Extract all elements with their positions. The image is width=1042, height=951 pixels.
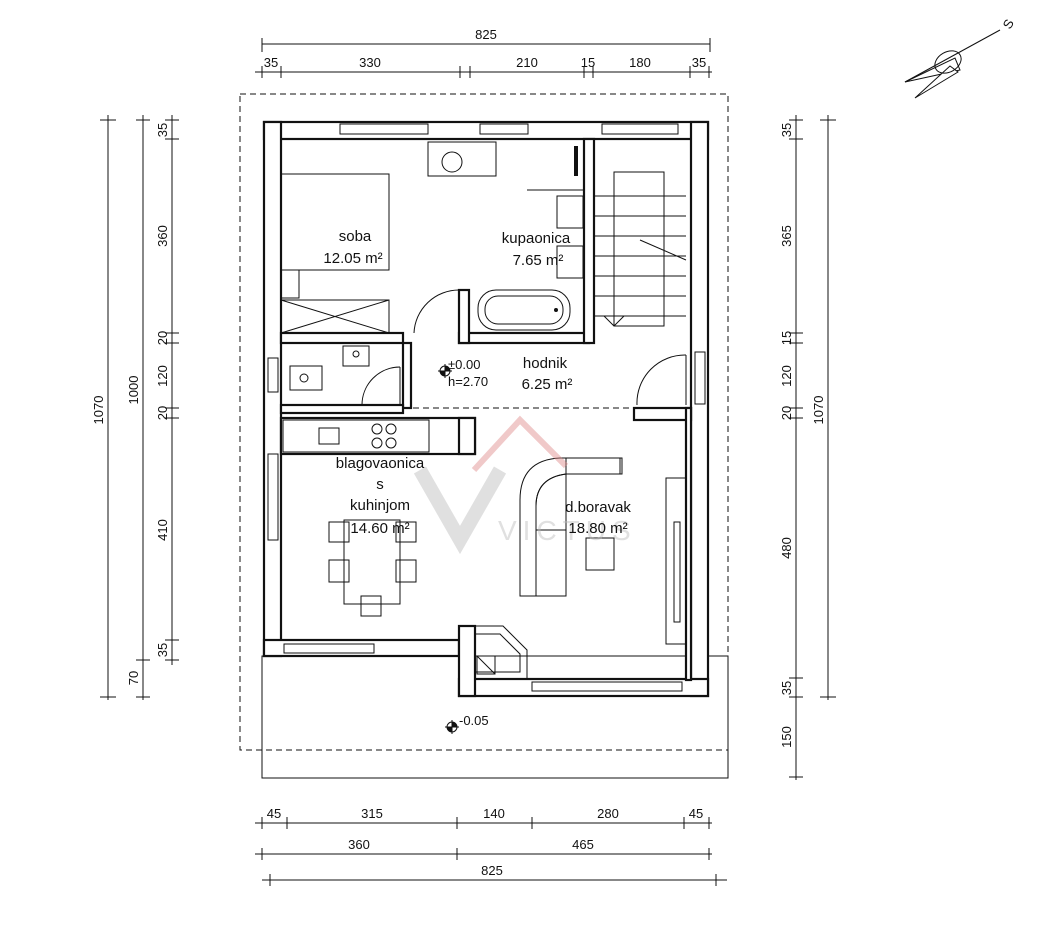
level-marker-terrace xyxy=(445,720,459,734)
compass-label: S xyxy=(1000,16,1017,31)
level-marker-floor xyxy=(438,364,452,378)
dim-top-2: 330 xyxy=(359,55,381,70)
left-dimensions: 1070 1000 35 360 20 120 20 410 35 70 xyxy=(91,115,179,700)
room-soba-area: 12.05 m² xyxy=(323,250,382,267)
dim-right-3: 15 xyxy=(779,331,794,345)
dim-bottom-mid-1: 360 xyxy=(348,837,370,852)
dim-right-8: 150 xyxy=(779,726,794,748)
room-kupaonica-area: 7.65 m² xyxy=(513,252,564,269)
kitchen-furniture xyxy=(282,419,430,617)
bottom-dimensions: 45 315 140 280 45 360 465 825 xyxy=(255,806,727,886)
staircase xyxy=(594,171,687,327)
dim-top-3: 210 xyxy=(516,55,538,70)
living-furniture xyxy=(519,457,687,645)
dim-right-7: 35 xyxy=(779,681,794,695)
dim-left-6: 410 xyxy=(155,519,170,541)
dim-left-4: 120 xyxy=(155,365,170,387)
dim-right-4: 120 xyxy=(779,365,794,387)
dim-bottom-1: 45 xyxy=(267,806,281,821)
north-arrow-icon: S xyxy=(904,16,1017,99)
watermark-text: VICTUS xyxy=(498,515,637,546)
dim-bottom-5: 45 xyxy=(689,806,703,821)
dim-bottom-4: 280 xyxy=(597,806,619,821)
plot-boundary xyxy=(239,93,729,751)
right-dimensions: 35 365 15 120 20 480 35 150 1070 xyxy=(779,115,836,780)
dim-right-6: 480 xyxy=(779,537,794,559)
ceiling-height-label: h=2.70 xyxy=(448,374,488,389)
dim-left-5: 20 xyxy=(155,406,170,420)
dim-bottom-total: 825 xyxy=(481,863,503,878)
room-kupaonica-name: kupaonica xyxy=(502,230,571,247)
dim-left-3: 20 xyxy=(155,331,170,345)
soba-furniture xyxy=(280,173,460,334)
dim-left-7: 35 xyxy=(155,643,170,657)
dim-right-outer: 1070 xyxy=(811,396,826,425)
terrace-level-label: -0.05 xyxy=(459,713,489,728)
dim-top-6: 35 xyxy=(692,55,706,70)
dim-bottom-3: 140 xyxy=(483,806,505,821)
dim-left-2: 360 xyxy=(155,225,170,247)
interior-walls xyxy=(279,137,693,682)
dim-top-4: 15 xyxy=(581,55,595,70)
room-blagovaonica-name-1: blagovaonica xyxy=(336,455,425,472)
fireplace xyxy=(474,625,528,680)
victus-watermark: VICTUS xyxy=(413,415,637,555)
dim-left-1: 35 xyxy=(155,123,170,137)
wc-furniture xyxy=(289,345,401,406)
room-hodnik-name: hodnik xyxy=(523,355,568,372)
exterior-walls xyxy=(262,120,710,698)
dim-right-5: 20 xyxy=(779,406,794,420)
dim-left-outer: 1070 xyxy=(91,396,106,425)
dim-left-mid: 1000 xyxy=(126,376,141,405)
dim-bottom-mid-2: 465 xyxy=(572,837,594,852)
dim-bottom-2: 315 xyxy=(361,806,383,821)
dim-right-2: 365 xyxy=(779,225,794,247)
kupaonica-furniture xyxy=(427,141,584,331)
room-hodnik-area: 6.25 m² xyxy=(522,376,573,393)
room-boravak-area: 18.80 m² xyxy=(568,520,627,537)
room-blagovaonica-name-2: s xyxy=(376,476,384,493)
top-dimensions: 825 35 330 210 15 180 35 xyxy=(255,27,712,78)
room-blagovaonica-name-3: kuhinjom xyxy=(350,497,410,514)
dim-left-8: 70 xyxy=(126,671,141,685)
dim-top-5: 180 xyxy=(629,55,651,70)
dim-top-1: 35 xyxy=(264,55,278,70)
room-blagovaonica-area: 14.60 m² xyxy=(350,520,409,537)
room-boravak-name: d.boravak xyxy=(565,499,631,516)
dim-top-total: 825 xyxy=(475,27,497,42)
dim-right-1: 35 xyxy=(779,123,794,137)
room-soba-name: soba xyxy=(339,228,372,245)
floor-level-label: ±0.00 xyxy=(448,357,480,372)
